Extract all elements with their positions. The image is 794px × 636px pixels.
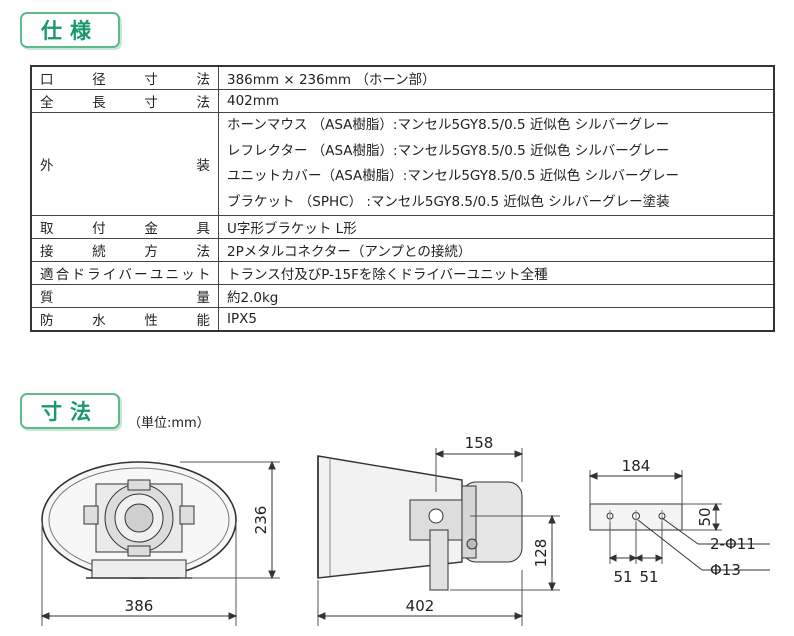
bracket-height-label: 50 — [696, 507, 714, 526]
table-row: 質量 約2.0kg — [30, 284, 775, 308]
spec-label: 防水性能 — [30, 307, 219, 332]
spec-value: IPX5 — [218, 307, 775, 332]
large-hole-label: Φ13 — [710, 561, 741, 579]
spec-label: 口径寸法 — [30, 65, 219, 90]
spec-table: 口径寸法 386mm × 236mm （ホーン部） 全長寸法 402mm 外装 … — [30, 65, 775, 332]
hole-pitch-label: 51 — [639, 568, 658, 586]
spec-value: 2Pメタルコネクター（アンプとの接続） — [218, 238, 775, 262]
dimension-section-title: 寸法 — [20, 393, 120, 429]
unit-note: （単位:mm） — [128, 416, 210, 431]
spec-value: トランス付及びP-15Fを除くドライバーユニット全種 — [218, 261, 775, 285]
side-top-label: 158 — [465, 434, 494, 452]
table-row: 取付金具 U字形ブラケット L形 — [30, 215, 775, 239]
spec-label: 外装 — [30, 112, 219, 216]
side-view-drawing — [317, 455, 523, 591]
spec-value: U字形ブラケット L形 — [218, 215, 775, 239]
finish-line: ユニットカバー（ASA樹脂）:マンセル5GY8.5/0.5 近似色 シルバーグレ… — [227, 168, 680, 184]
table-row: 接続方法 2Pメタルコネクター（アンプとの接続） — [30, 238, 775, 262]
spec-value-list: ホーンマウス （ASA樹脂）:マンセル5GY8.5/0.5 近似色 シルバーグレ… — [218, 112, 775, 216]
table-row: 全長寸法 402mm — [30, 89, 775, 113]
table-row: 防水性能 IPX5 — [30, 307, 775, 332]
dimension-drawing: 386 236 402 158 128 184 50 51 51 2-Φ11 Φ… — [40, 434, 770, 626]
finish-line: ホーンマウス （ASA樹脂）:マンセル5GY8.5/0.5 近似色 シルバーグレ… — [227, 117, 670, 133]
front-height-label: 236 — [252, 506, 270, 535]
spec-label: 全長寸法 — [30, 89, 219, 113]
spec-section-title: 仕様 — [20, 12, 120, 48]
side-height-label: 128 — [532, 539, 550, 568]
front-width-label: 386 — [125, 597, 154, 615]
spec-label: 取付金具 — [30, 215, 219, 239]
spec-label: 接続方法 — [30, 238, 219, 262]
spec-label: 質量 — [30, 284, 219, 308]
spec-label: 適合ドライバーユニット — [30, 261, 219, 285]
side-length-label: 402 — [406, 597, 435, 615]
spec-value: 386mm × 236mm （ホーン部） — [218, 65, 775, 90]
spec-value: 約2.0kg — [218, 284, 775, 308]
table-row: 適合ドライバーユニット トランス付及びP-15Fを除くドライバーユニット全種 — [30, 261, 775, 285]
finish-line: レフレクター （ASA樹脂）:マンセル5GY8.5/0.5 近似色 シルバーグレ… — [227, 142, 670, 159]
front-view-drawing — [41, 461, 237, 579]
table-row: 口径寸法 386mm × 236mm （ホーン部） — [30, 65, 775, 90]
table-row: 外装 ホーンマウス （ASA樹脂）:マンセル5GY8.5/0.5 近似色 シルバ… — [30, 112, 775, 216]
small-hole-label: 2-Φ11 — [710, 535, 756, 553]
bracket-width-label: 184 — [622, 457, 651, 475]
spec-value: 402mm — [218, 89, 775, 113]
finish-line: ブラケット （SPHC） :マンセル5GY8.5/0.5 近似色 シルバーグレー… — [227, 193, 670, 210]
hole-pitch-label: 51 — [613, 568, 632, 586]
